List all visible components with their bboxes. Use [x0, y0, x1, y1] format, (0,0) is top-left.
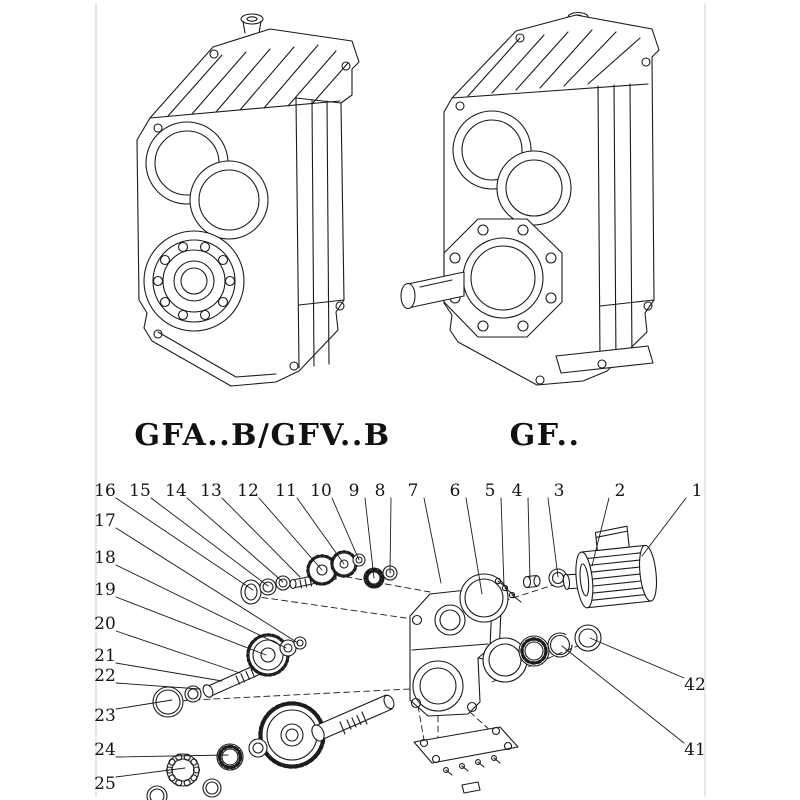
leader-line-16: [115, 497, 254, 591]
callout-42: 42: [684, 675, 706, 695]
leader-line-22: [115, 682, 201, 690]
callout-10: 10: [310, 481, 332, 501]
callout-14: 14: [165, 481, 187, 501]
callout-9: 9: [348, 481, 360, 501]
gear-housing: [409, 588, 502, 717]
callout-8: 8: [374, 481, 386, 501]
leader-line-8: [389, 497, 392, 574]
callout-23: 23: [94, 706, 116, 726]
callout-6: 6: [449, 481, 461, 501]
page-edge-lines: [95, 3, 706, 797]
leader-line-14: [186, 497, 284, 583]
mounting-plate: [413, 726, 519, 794]
callout-19: 19: [94, 580, 116, 600]
callout-3: 3: [553, 481, 565, 501]
callout-11: 11: [275, 481, 297, 501]
callout-leader-lines: [115, 497, 687, 778]
leader-line-13: [221, 497, 301, 578]
callout-17: 17: [94, 511, 116, 531]
callout-5: 5: [484, 481, 496, 501]
leader-line-6: [465, 497, 483, 595]
leader-line-25: [115, 767, 186, 778]
callout-22: 22: [94, 666, 116, 686]
leader-line-10: [331, 497, 360, 561]
intermediate-shaft-assembly: [152, 633, 307, 718]
leader-line-12: [258, 497, 323, 571]
callout-24: 24: [94, 740, 116, 760]
leader-line-17: [115, 527, 299, 644]
construction-lines: [173, 574, 595, 759]
adapter-parts: [459, 568, 568, 623]
leader-line-20: [115, 630, 241, 674]
callout-20: 20: [94, 614, 116, 634]
callout-15: 15: [129, 481, 151, 501]
output-shaft-assembly: [146, 694, 395, 800]
callout-21: 21: [94, 646, 116, 666]
callout-4: 4: [511, 481, 523, 501]
leader-line-15: [150, 497, 269, 587]
callout-18: 18: [94, 548, 116, 568]
leader-line-19: [115, 596, 267, 656]
callout-1: 1: [691, 481, 703, 501]
leader-line-21: [115, 662, 223, 682]
leader-line-2: [591, 497, 610, 567]
callout-16: 16: [94, 481, 116, 501]
leader-line-5: [500, 497, 505, 587]
callout-7: 7: [407, 481, 419, 501]
leader-line-7: [423, 497, 442, 584]
callout-25: 25: [94, 774, 116, 794]
leader-line-41: [561, 645, 685, 744]
leader-line-3: [547, 497, 559, 578]
callout-13: 13: [200, 481, 222, 501]
gearbox-right-drawing: [400, 11, 660, 386]
leader-line-11: [296, 497, 345, 565]
callout-12: 12: [237, 481, 259, 501]
leader-line-42: [589, 637, 685, 679]
motor-drawing: [562, 525, 658, 609]
leader-line-18: [115, 564, 287, 649]
model-label-gfab-gfvb: GFA..B/GFV..B: [134, 418, 391, 453]
leader-line-4: [527, 497, 531, 581]
model-label-gf: GF..: [509, 418, 581, 453]
callout-41: 41: [684, 740, 706, 760]
leader-line-1: [641, 497, 687, 557]
callout-2: 2: [614, 481, 626, 501]
leader-line-24: [115, 754, 229, 758]
gearbox-left-drawing: [136, 13, 360, 387]
leader-line-9: [364, 497, 375, 579]
output-cover-parts: [482, 624, 602, 683]
leader-line-23: [115, 699, 173, 710]
exploded-view-drawing: [146, 525, 658, 800]
